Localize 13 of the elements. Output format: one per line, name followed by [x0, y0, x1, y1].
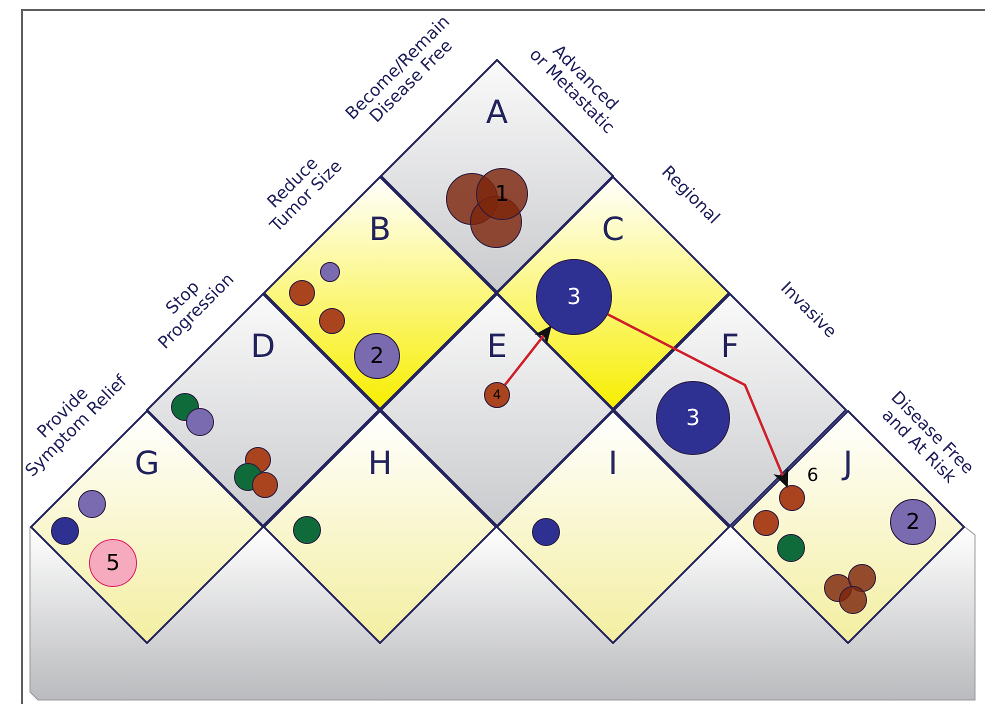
cell-letter: G: [134, 446, 160, 480]
number-label: 6: [807, 465, 818, 486]
cell-letter: E: [486, 329, 508, 363]
cell-letter: B: [368, 212, 392, 246]
arrow: [607, 313, 788, 488]
cell-letter: H: [366, 446, 394, 480]
cell-letter: F: [720, 329, 740, 363]
arrow: [504, 325, 552, 386]
cell-letter: A: [485, 95, 509, 129]
cell-letter: D: [250, 329, 276, 363]
cell-letter: J: [840, 446, 854, 480]
cell-letter: C: [600, 212, 626, 246]
cell-letter: I: [607, 446, 619, 480]
